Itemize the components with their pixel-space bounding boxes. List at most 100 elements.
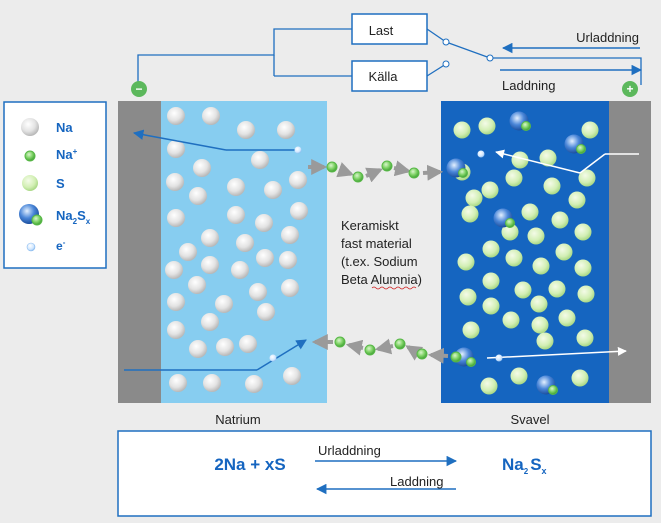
sodium-ion [408, 167, 420, 179]
load-label: Last [369, 23, 394, 38]
sodium-atom [189, 187, 207, 205]
sulfur-atom [453, 121, 471, 139]
sodium-atom [245, 375, 263, 393]
sulfur-atom [568, 191, 586, 209]
negative-terminal-sign: − [135, 82, 142, 96]
sodium-atom [264, 181, 282, 199]
ion-transport-bottom [311, 334, 462, 364]
switch-pivot [486, 54, 494, 62]
discharge-label: Urladdning [576, 30, 639, 45]
sodium-atom [189, 340, 207, 358]
legend-electron-swatch [26, 242, 36, 252]
electron-particle [495, 354, 503, 362]
negative-terminal: − [131, 81, 147, 97]
sulfur-atom [574, 259, 592, 277]
sodium-atom [203, 374, 221, 392]
sodium-atom [201, 313, 219, 331]
sodium-atom [289, 171, 307, 189]
electron-path-cathode-top [477, 149, 639, 174]
sulfur-atom [482, 240, 500, 258]
switch-contact-source [442, 60, 450, 68]
sulfur-atom [577, 285, 595, 303]
sodium-atom [188, 276, 206, 294]
sulfur-atom [539, 149, 557, 167]
sulfur-atom [511, 151, 529, 169]
sulfur-atom [465, 189, 483, 207]
sulfur-atom [558, 309, 576, 327]
sodium-atom [281, 226, 299, 244]
sodium-atom [167, 293, 185, 311]
source-box: Källa [351, 60, 428, 92]
sodium-atom [236, 234, 254, 252]
electrolyte-label: Keramiskt fast material (t.ex. Sodium Be… [341, 218, 422, 290]
sulfur-atom [482, 272, 500, 290]
sodium-atom [179, 243, 197, 261]
sulfur-atom [459, 288, 477, 306]
sulfur-atom [548, 280, 566, 298]
sodium-atom [169, 374, 187, 392]
reaction-forward-label: Urladdning [318, 443, 381, 458]
sodium-atom [277, 121, 295, 139]
sulfur-atom [505, 249, 523, 267]
legend-na-swatch [21, 118, 39, 136]
sulfur-atom [532, 257, 550, 275]
electron-path-anode-bottom [124, 339, 307, 371]
sodium-ion [364, 344, 376, 356]
sodium-atom [167, 107, 185, 125]
electron-path-anode-top [132, 129, 302, 154]
sulfur-atom [571, 369, 589, 387]
sulfur-atom [480, 377, 498, 395]
sulfur-label: Svavel [510, 412, 549, 427]
sodium-atom [201, 229, 219, 247]
electron-particle [269, 354, 277, 362]
positive-terminal-sign: + [626, 82, 633, 96]
sodium-atom [227, 178, 245, 196]
spellcheck-underline [371, 286, 417, 290]
sulfur-atom [536, 332, 554, 350]
reaction-reactants: 2Na + xS [214, 455, 285, 474]
legend-electron-label: e- [56, 238, 66, 253]
charge-label: Laddning [502, 78, 556, 93]
sulfur-atom [461, 205, 479, 223]
sodium-label: Natrium [215, 412, 261, 427]
sulfur-atom [482, 297, 500, 315]
sodium-atom [227, 206, 245, 224]
sodium-atom [251, 151, 269, 169]
legend-na-ion-label: Na+ [56, 147, 78, 162]
sulfur-atom [501, 223, 519, 241]
external-circuit [137, 28, 642, 85]
sulfur-atom [574, 223, 592, 241]
sulfur-atom [581, 121, 599, 139]
ion-transport-top [308, 159, 444, 183]
ion-flow-arrow [374, 338, 394, 355]
ion-flow-arrow [365, 167, 383, 183]
sodium-atom [216, 338, 234, 356]
sodium-atom [202, 107, 220, 125]
sulfur-atom [551, 211, 569, 229]
sulfur-atom [576, 329, 594, 347]
sodium-ion [416, 348, 428, 360]
reaction-reverse-label: Laddning [390, 474, 444, 489]
sodium-atom [167, 321, 185, 339]
electron-particle [477, 150, 485, 158]
sulfur-atom [462, 321, 480, 339]
positive-terminal: + [622, 81, 638, 97]
ion-flow-arrow [345, 339, 364, 356]
sodium-atom [255, 214, 273, 232]
electrolyte-line-3: (t.ex. Sodium [341, 254, 418, 269]
legend-na2sx-label: Na2Sx [56, 208, 91, 226]
ion-flow-arrow [405, 345, 424, 361]
sodium-atom [290, 202, 308, 220]
ion-flow-arrow [393, 160, 412, 177]
sodium-atom [239, 335, 257, 353]
sodium-atom [237, 121, 255, 139]
ion-flow-arrow [422, 164, 444, 181]
sulfur-atom [530, 295, 548, 313]
sodium-ion [381, 160, 393, 172]
sulfur-atom [457, 253, 475, 271]
sodium-atom [231, 261, 249, 279]
sulfur-atom [521, 203, 539, 221]
